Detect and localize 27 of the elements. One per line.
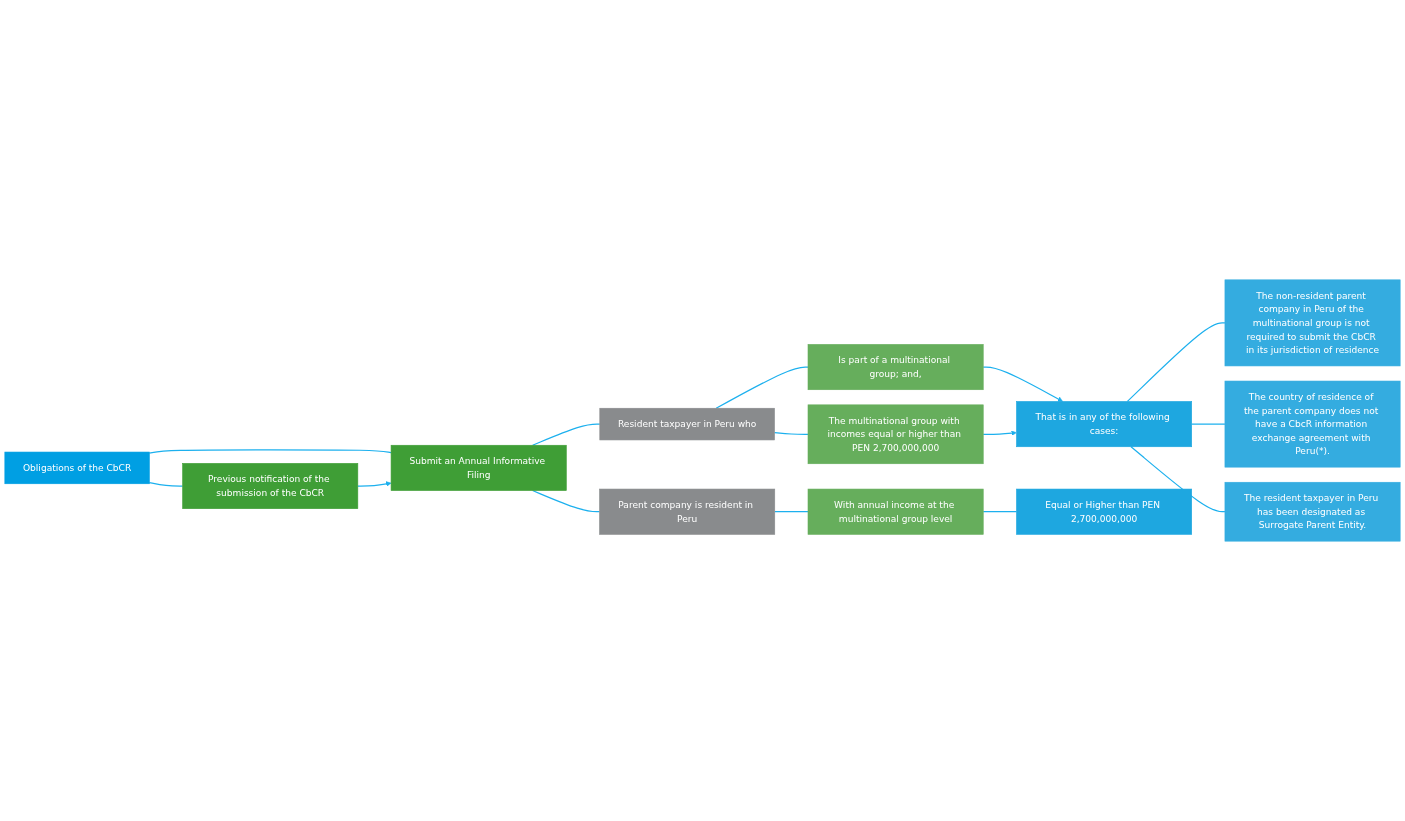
node-box: The multinational group with incomes equal or higher than PEN 2,700,000,000 <box>807 404 984 465</box>
node-box: Is part of a multinational group; and, <box>807 344 984 391</box>
node-box: Previous notification of the submission of the CbCR <box>182 463 359 509</box>
node-box: With annual income at the multinational group level <box>807 488 984 535</box>
connector <box>773 432 809 435</box>
arrow <box>982 366 1063 402</box>
connector <box>532 423 601 446</box>
node-box: Resident taxpayer in Peru who <box>599 407 775 441</box>
node-box: Equal or Higher than PEN 2,700,000,000 <box>1016 488 1192 535</box>
connector <box>774 511 809 513</box>
node-box: The resident taxpayer in Peru has been designated as Surrogate Parent Entity. <box>1224 481 1401 542</box>
node-box: Submit an Annual Informative Filing <box>390 444 567 491</box>
connector <box>532 489 601 513</box>
node-box: Obligations of the CbCR <box>4 451 150 485</box>
arrow <box>357 481 392 487</box>
arrow <box>982 430 1017 436</box>
node-box: That is in any of the following cases: <box>1016 401 1192 448</box>
connector <box>1191 423 1226 425</box>
connector <box>148 449 392 454</box>
node-box: Parent company is resident in Peru <box>599 488 776 535</box>
node-box: The non-resident parent company in Peru of the multinational group is not required to submit the CbCR in its jurisdiction of residence <box>1224 279 1401 367</box>
connector <box>715 366 809 409</box>
connector <box>1126 322 1226 403</box>
connector <box>1130 446 1226 513</box>
node-box: The country of residence of the parent company does not have a CbcR information exchange agreement with Peru(*). <box>1224 380 1401 468</box>
connector <box>148 482 184 487</box>
connector <box>982 511 1018 513</box>
